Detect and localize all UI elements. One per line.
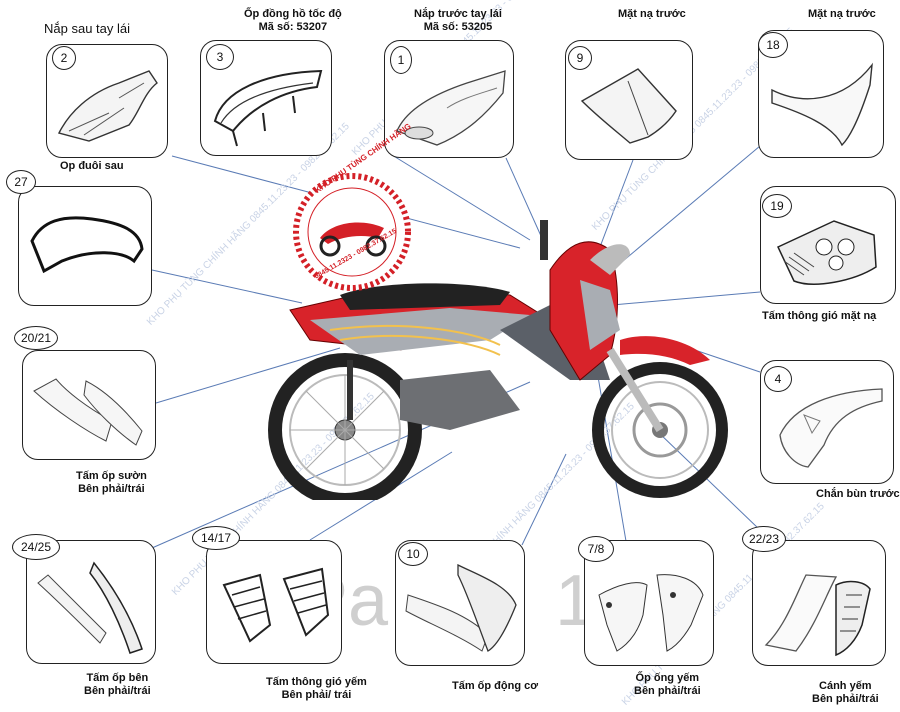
floor-vent-drawing xyxy=(222,567,330,643)
part-label-front-handle-cover: Nắp trước tay lái Mã số: 53205 xyxy=(414,8,502,33)
part-number-badge: 19 xyxy=(762,194,792,218)
part-number-badge: 20/21 xyxy=(14,326,58,350)
part-label-side-cover: Tấm ốp sườn Bên phải/trái xyxy=(76,470,147,495)
part-number-badge: 7/8 xyxy=(578,536,614,562)
part-number-badge: 22/23 xyxy=(742,526,786,552)
leg-shield-wing-drawing xyxy=(764,574,871,657)
part-box-floor-vent xyxy=(206,540,342,664)
rear-handle-cover-drawing xyxy=(57,70,158,142)
part-number-badge: 10 xyxy=(398,542,428,566)
part-number-badge: 27 xyxy=(6,170,36,194)
part-box-side-panel xyxy=(26,540,156,664)
part-label-engine-cover: Tấm ốp động cơ xyxy=(452,680,539,692)
rear-wheel xyxy=(268,353,422,500)
part-box-side-cover xyxy=(22,350,156,460)
side-panel-drawing xyxy=(37,561,143,654)
part-number-badge: 4 xyxy=(764,366,792,392)
engine-cover-drawing xyxy=(405,563,517,652)
part-number-badge: 2 xyxy=(52,46,76,70)
front-mask-2-drawing xyxy=(771,62,873,147)
part-number-badge: 14/17 xyxy=(192,526,240,550)
front-handle-cover-drawing xyxy=(396,70,506,146)
brand-logo xyxy=(293,173,411,291)
part-box-leg-shield-wing xyxy=(752,540,886,666)
part-label-mask-vent: Tấm thông gió mặt nạ xyxy=(762,310,877,322)
part-label-rear-handle-cover: Op đuôi sau xyxy=(60,160,124,172)
part-label-front-fender: Chắn bùn trước xyxy=(816,488,900,500)
part-box-seat-cover xyxy=(18,186,152,306)
part-number-badge: 1 xyxy=(390,46,412,74)
part-label-front-mask: Mặt nạ trước xyxy=(618,8,686,20)
part-label-speedometer-cover: Ốp đồng hồ tốc độ Mã số: 53207 xyxy=(244,8,342,33)
part-label-side-panel: Tấm ốp bên Bên phải/trái xyxy=(84,672,151,697)
part-label-leg-shield-wing: Cánh yếm Bên phải/trái xyxy=(812,680,879,705)
speedometer-cover-drawing xyxy=(213,69,323,147)
part-label-floor-vent: Tấm thông gió yếm Bên phải/ trái xyxy=(266,676,367,701)
part-label-front-mask-2: Mặt nạ trước xyxy=(808,8,876,20)
side-cover-drawing xyxy=(33,378,143,446)
front-fender-drawing xyxy=(779,388,883,468)
title-rear-handle: Nắp sau tay lái xyxy=(44,21,130,36)
part-number-badge: 18 xyxy=(758,32,788,58)
part-number-badge: 24/25 xyxy=(12,534,60,560)
seat-cover-drawing xyxy=(30,216,144,274)
part-number-badge: 9 xyxy=(568,46,592,70)
leg-shield-tube-drawing xyxy=(598,574,704,652)
part-box-leg-shield-tube xyxy=(584,540,714,666)
part-label-leg-shield-tube: Ốp ống yếm Bên phải/trái xyxy=(634,672,701,697)
motorcycle-illustration xyxy=(268,220,728,500)
part-number-badge: 3 xyxy=(206,44,234,70)
front-mask-drawing xyxy=(580,68,677,144)
mask-vent-drawing xyxy=(777,220,877,285)
